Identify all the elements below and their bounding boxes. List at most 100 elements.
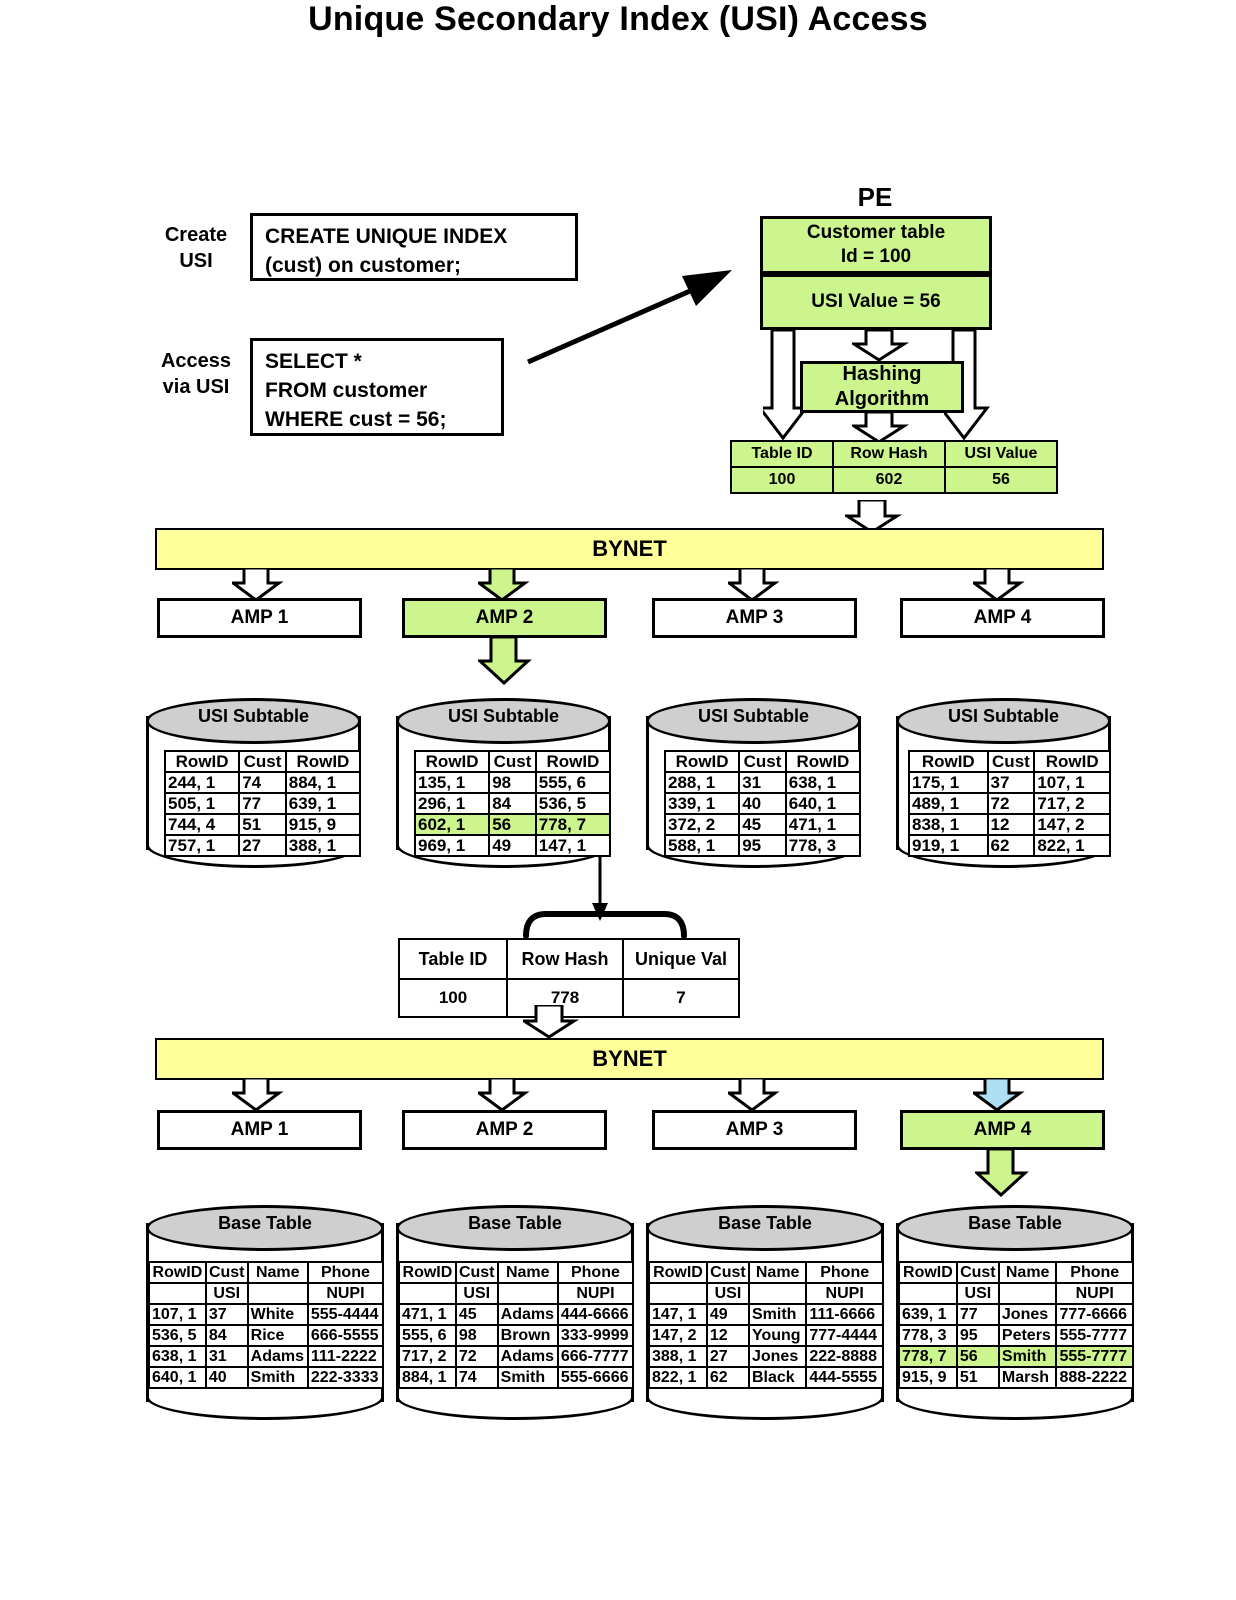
base3-h2: Name (747, 1261, 808, 1284)
create-usi-label-line2: USI (179, 250, 213, 272)
amp-top-4[interactable]: AMP 4 (900, 598, 1105, 638)
table-row-highlighted: 778, 7 56 Smith 555-7777 (898, 1345, 1134, 1368)
usi4-h0: RowID (908, 750, 989, 773)
hashing-line2: Algorithm (834, 388, 930, 410)
base3-r2c1: 27 (705, 1345, 750, 1368)
usi2-h2: RowID (534, 750, 612, 773)
table-row: 505, 1 77 639, 1 (163, 792, 362, 815)
table-row: 838, 1 12 147, 2 (908, 813, 1111, 836)
customer-table-line1: Customer table (806, 222, 946, 243)
pe-usi-value-box: USI Value = 56 (760, 274, 992, 330)
usi2-r1c2: 536, 5 (534, 792, 612, 815)
usi-subtable-title-4: USI Subtable (947, 706, 1059, 726)
table-row: 638, 1 31 Adams 111-2222 (148, 1345, 385, 1368)
usi-subtable-grid-1: RowID Cust RowID 244, 1 74 884, 1 505, 1… (163, 750, 362, 857)
usi3-r0c2: 638, 1 (784, 771, 862, 794)
usi2-r3c0: 969, 1 (413, 834, 491, 857)
amp-top-1[interactable]: AMP 1 (157, 598, 362, 638)
page-title: Unique Secondary Index (USI) Access (308, 0, 928, 38)
table-row: 288, 1 31 638, 1 (663, 771, 862, 794)
usi1-h0: RowID (163, 750, 241, 773)
usi-subtable-cylinder-1: USI Subtable RowID Cust RowID 244, 1 74 … (146, 698, 362, 868)
amp-bottom-4[interactable]: AMP 4 (900, 1110, 1105, 1150)
lookup-val-row-hash: 778 (506, 978, 624, 1018)
amp-bottom-1[interactable]: AMP 1 (157, 1110, 362, 1150)
base4-r2c3: 555-7777 (1055, 1345, 1134, 1368)
bynet-to-amp3-arrow (728, 568, 780, 602)
cylinder-top (396, 698, 611, 744)
table-header-row: RowID Cust RowID (908, 750, 1111, 773)
pe-label: PE (857, 182, 893, 212)
table-row: 372, 2 45 471, 1 (663, 813, 862, 836)
base-table-grid-3: RowID Cust Name Phone USI NUPI 147, 1 49… (648, 1261, 884, 1389)
create-usi-label-line1: Create (164, 224, 228, 246)
table-row: 919, 1 62 822, 1 (908, 834, 1111, 857)
base2-h1: Cust (454, 1261, 499, 1284)
usi3-h1: Cust (738, 750, 787, 773)
usi-lookup-result-table: Table ID Row Hash Unique Val 100 778 7 (398, 938, 740, 1018)
base2-s1: USI (454, 1282, 499, 1305)
base3-r0c3: 111-6666 (805, 1303, 884, 1326)
base4-r0c2: Jones (997, 1303, 1058, 1326)
pe-val-row-hash: 602 (832, 466, 946, 494)
base4-r1c2: Peters (997, 1324, 1058, 1347)
table-row: 339, 1 40 640, 1 (663, 792, 862, 815)
base-table-grid-2: RowID Cust Name Phone USI NUPI 471, 1 45… (398, 1261, 635, 1389)
usi1-r0c2: 884, 1 (284, 771, 362, 794)
base-table-cylinder-3: Base Table RowID Cust Name Phone USI NUP… (646, 1205, 884, 1420)
base-table-cylinder-1: Base Table RowID Cust Name Phone USI NUP… (146, 1205, 385, 1420)
pe-hdr-table-id: Table ID (730, 440, 834, 468)
lookup-val-unique-val: 7 (622, 978, 740, 1018)
usi1-r0c1: 74 (238, 771, 287, 794)
base2-r0c1: 45 (454, 1303, 499, 1326)
create-stmt-line1: CREATE UNIQUE INDEX (265, 225, 508, 248)
table-header-row: RowID Cust Name Phone (898, 1261, 1134, 1284)
amp-bottom-3[interactable]: AMP 3 (652, 1110, 857, 1150)
base2-r1c3: 333-9999 (556, 1324, 635, 1347)
create-index-statement-box: CREATE UNIQUE INDEX (cust) on customer; (250, 213, 578, 281)
base4-r1c1: 95 (955, 1324, 1000, 1347)
base1-s0 (148, 1282, 207, 1305)
usi-subtable-title-3: USI Subtable (697, 706, 809, 726)
pe-hdr-row-hash: Row Hash (832, 440, 946, 468)
amp-top-1-label: AMP 1 (230, 607, 289, 628)
usi-subtable-grid-2: RowID Cust RowID 135, 1 98 555, 6 296, 1… (413, 750, 612, 857)
table-row: 822, 1 62 Black 444-5555 (648, 1366, 884, 1389)
base3-h1: Cust (705, 1261, 750, 1284)
pe-customer-table-box: Customer table Id = 100 (760, 216, 992, 274)
base4-h2: Name (997, 1261, 1058, 1284)
base2-r2c3: 666-7777 (556, 1345, 635, 1368)
base4-h3: Phone (1055, 1261, 1134, 1284)
amp-top-2[interactable]: AMP 2 (402, 598, 607, 638)
lookup-brace (523, 911, 687, 938)
usi-subtable-grid-4: RowID Cust RowID 175, 1 37 107, 1 489, 1… (908, 750, 1111, 857)
usi4-r3c1: 62 (986, 834, 1036, 857)
base-table-grid-1: RowID Cust Name Phone USI NUPI 107, 1 37… (148, 1261, 385, 1389)
table-row: 639, 1 77 Jones 777-6666 (898, 1303, 1134, 1326)
amp-top-3[interactable]: AMP 3 (652, 598, 857, 638)
usi-subtable-title-1: USI Subtable (197, 706, 309, 726)
usi3-h0: RowID (663, 750, 741, 773)
hashing-out-arrow (852, 412, 910, 444)
usi1-r3c0: 757, 1 (163, 834, 241, 857)
usi4-r3c0: 919, 1 (908, 834, 989, 857)
amp-bottom-3-label: AMP 3 (725, 1119, 784, 1140)
usi3-h2: RowID (784, 750, 862, 773)
usi4-h1: Cust (986, 750, 1036, 773)
usi3-r3c0: 588, 1 (663, 834, 741, 857)
usi2-r2c1: 56 (488, 813, 537, 836)
usi1-r2c1: 51 (238, 813, 287, 836)
base1-r2c1: 31 (204, 1345, 249, 1368)
base1-r3c2: Smith (246, 1366, 309, 1389)
bynet-top: BYNET (155, 528, 1104, 570)
base4-h1: Cust (955, 1261, 1000, 1284)
base1-r0c2: White (246, 1303, 309, 1326)
bynet-to-amp2-arrow (478, 568, 530, 602)
amp-bottom-2-label: AMP 2 (475, 1119, 534, 1140)
amp-bottom-2[interactable]: AMP 2 (402, 1110, 607, 1150)
base3-r3c3: 444-5555 (805, 1366, 884, 1389)
cylinder-top (396, 1205, 634, 1251)
base3-s3: NUPI (805, 1282, 884, 1305)
cylinder-top (896, 698, 1111, 744)
base1-r2c3: 111-2222 (306, 1345, 385, 1368)
